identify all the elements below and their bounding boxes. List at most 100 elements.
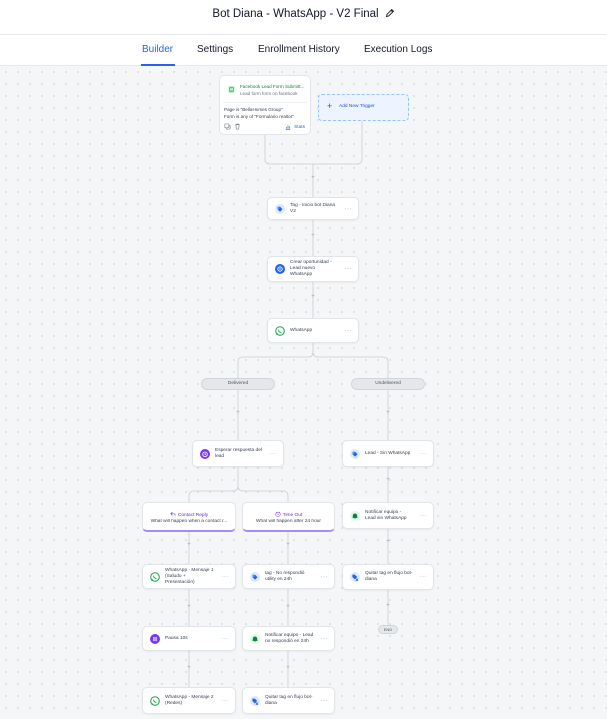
action-node-whatsapp[interactable]: WhatsApp ··· [267,318,359,343]
add-step-button[interactable]: + [386,409,390,416]
add-step-button[interactable]: + [386,602,390,609]
node-label: Esperar respuesta del lead [215,447,262,459]
trash-icon[interactable] [234,123,241,130]
branch-title-text: Time Out [282,513,303,518]
more-options-icon[interactable]: ··· [221,697,229,704]
more-options-icon[interactable]: ··· [344,327,352,334]
action-node-crear-oportunidad[interactable]: Crear oportunidad - Lead nuevo WhatsApp … [267,256,359,282]
plus-icon: + [327,101,333,111]
pencil-icon[interactable] [385,8,395,18]
branch-pill-delivered[interactable]: Delivered [201,378,275,390]
add-step-button[interactable]: + [311,232,315,239]
branch-title: Contact Reply [143,511,235,518]
branch-contact-reply[interactable]: Contact Reply What will happen when a co… [142,502,236,532]
action-node-whatsapp-mensaje-1[interactable]: WhatsApp - Mensaje 1 (Saludo + Presentac… [142,564,236,589]
node-label: tag - No respondió utility en 24h [265,570,305,582]
bell-icon [350,510,360,521]
whatsapp-icon [150,571,160,582]
action-node-quitar-tag-undelivered[interactable]: Quitar tag en flujo bot-diana ··· [342,564,434,590]
tab-settings[interactable]: Settings [197,44,234,55]
tag-icon [250,571,260,582]
stats-link[interactable]: Stats [294,125,305,130]
copy-icon[interactable] [224,123,231,130]
bell-icon [250,633,260,644]
active-tab-indicator [141,64,175,66]
add-step-button[interactable]: + [311,174,315,181]
action-node-notificar-no-respondio[interactable]: Notificar equipo - Lead no respondió en … [242,626,335,651]
add-step-button[interactable]: + [236,409,240,416]
tab-execution-logs[interactable]: Execution Logs [364,44,433,55]
node-label: WhatsApp - Mensaje 2 (Redes) [165,694,214,706]
branch-time-out[interactable]: Time Out What will happen after 24 hour [242,502,335,532]
action-node-quitar-tag-time-out[interactable]: Quitar tag en flujo bot-diana ··· [242,687,335,714]
add-step-button[interactable]: + [187,603,191,610]
workflow-canvas[interactable]: Facebook Lead Form Submitt... Lead form … [0,66,607,719]
add-new-trigger-button[interactable]: + Add New Trigger [318,94,409,121]
workflow-title[interactable]: Bot Diana - WhatsApp - V2 Final [0,8,607,20]
branch-subtitle: What will happen when a contact r... [150,519,228,524]
more-options-icon[interactable]: ··· [320,573,328,580]
add-step-button[interactable]: + [386,538,390,545]
node-label: Lead - Sin WhatsApp [365,450,411,456]
more-options-icon[interactable]: ··· [419,450,427,457]
action-node-pausa[interactable]: Pausa 10s ··· [142,626,236,651]
node-label: Notificar equipo - Lead no respondió en … [265,632,314,644]
action-node-notificar-sin-whatsapp[interactable]: Notificar equipo - Lead sin WhatsApp ··· [342,502,434,529]
node-label: Notificar equipo - Lead sin WhatsApp [365,509,407,521]
more-options-icon[interactable]: ··· [221,635,229,642]
whatsapp-icon [275,325,285,336]
node-label: Crear oportunidad - Lead nuevo WhatsApp [290,260,332,277]
action-node-tag-inicio[interactable]: Tag - Inicio bot Diana V2 ··· [267,197,359,220]
add-step-button[interactable]: + [386,476,390,483]
tab-enrollment-history[interactable]: Enrollment History [258,44,340,55]
branch-subtitle: What will happen after 24 hour [255,519,322,524]
trigger-filter-page: Page is "BellaHomes Group" [224,107,283,112]
timer-icon [200,448,210,459]
end-pill: END [378,625,398,634]
add-step-button[interactable]: + [286,664,290,671]
node-label: Tag - Inicio bot Diana V2 [290,202,336,214]
more-options-icon[interactable]: ··· [344,205,352,212]
more-options-icon[interactable]: ··· [344,266,352,272]
action-node-esperar-respuesta[interactable]: Esperar respuesta del lead ··· [192,440,284,467]
add-step-button[interactable]: + [311,293,315,300]
node-label: WhatsApp - Mensaje 1 (Saludo + Presentac… [165,567,214,585]
whatsapp-icon [150,695,160,706]
connector-lines [188,121,389,687]
trigger-filter-form: Form is any of "Formulario realtor" [224,114,294,119]
pause-icon [150,633,160,644]
node-label: Quitar tag en flujo bot-diana [365,571,413,582]
action-node-lead-sin-whatsapp[interactable]: Lead - Sin WhatsApp ··· [342,440,434,467]
remove-tag-icon [350,572,360,582]
clock-icon [275,511,281,517]
workflow-title-text: Bot Diana - WhatsApp - V2 Final [212,8,379,20]
more-options-icon[interactable]: ··· [320,635,328,642]
trigger-title: Facebook Lead Form Submitt... [240,84,305,89]
node-label: Pausa 10s [165,635,188,641]
add-step-button[interactable]: + [286,541,290,548]
branch-title: Time Out [243,511,334,518]
stats-icon [285,125,291,130]
more-options-icon[interactable]: ··· [419,574,427,580]
workflow-header: Bot Diana - WhatsApp - V2 Final [0,0,607,34]
more-options-icon[interactable]: ··· [419,512,427,519]
more-options-icon[interactable]: ··· [320,697,328,704]
node-label: Quitar tag en flujo bot-diana [265,694,313,706]
node-label: WhatsApp [290,327,313,333]
action-node-whatsapp-mensaje-2[interactable]: WhatsApp - Mensaje 2 (Redes) ··· [142,687,236,714]
opportunity-icon [275,264,285,274]
trigger-card-facebook-lead-form[interactable]: Facebook Lead Form Submitt... Lead form … [219,75,311,135]
add-new-trigger-label: Add New Trigger [339,104,375,109]
branch-title-text: Contact Reply [177,513,209,518]
more-options-icon[interactable]: ··· [269,450,277,457]
more-options-icon[interactable]: ··· [221,573,229,580]
trigger-subtitle: Lead form form on facebook [240,91,298,96]
branch-pill-undelivered[interactable]: Undelivered [351,378,425,390]
add-step-button[interactable]: + [187,541,191,548]
tab-bar: Builder Settings Enrollment History Exec… [0,34,607,66]
tag-icon [350,448,360,459]
action-node-tag-no-respondio[interactable]: tag - No respondió utility en 24h ··· [242,564,335,589]
tab-builder[interactable]: Builder [142,44,174,55]
add-step-button[interactable]: + [187,664,191,671]
add-step-button[interactable]: + [286,603,290,610]
